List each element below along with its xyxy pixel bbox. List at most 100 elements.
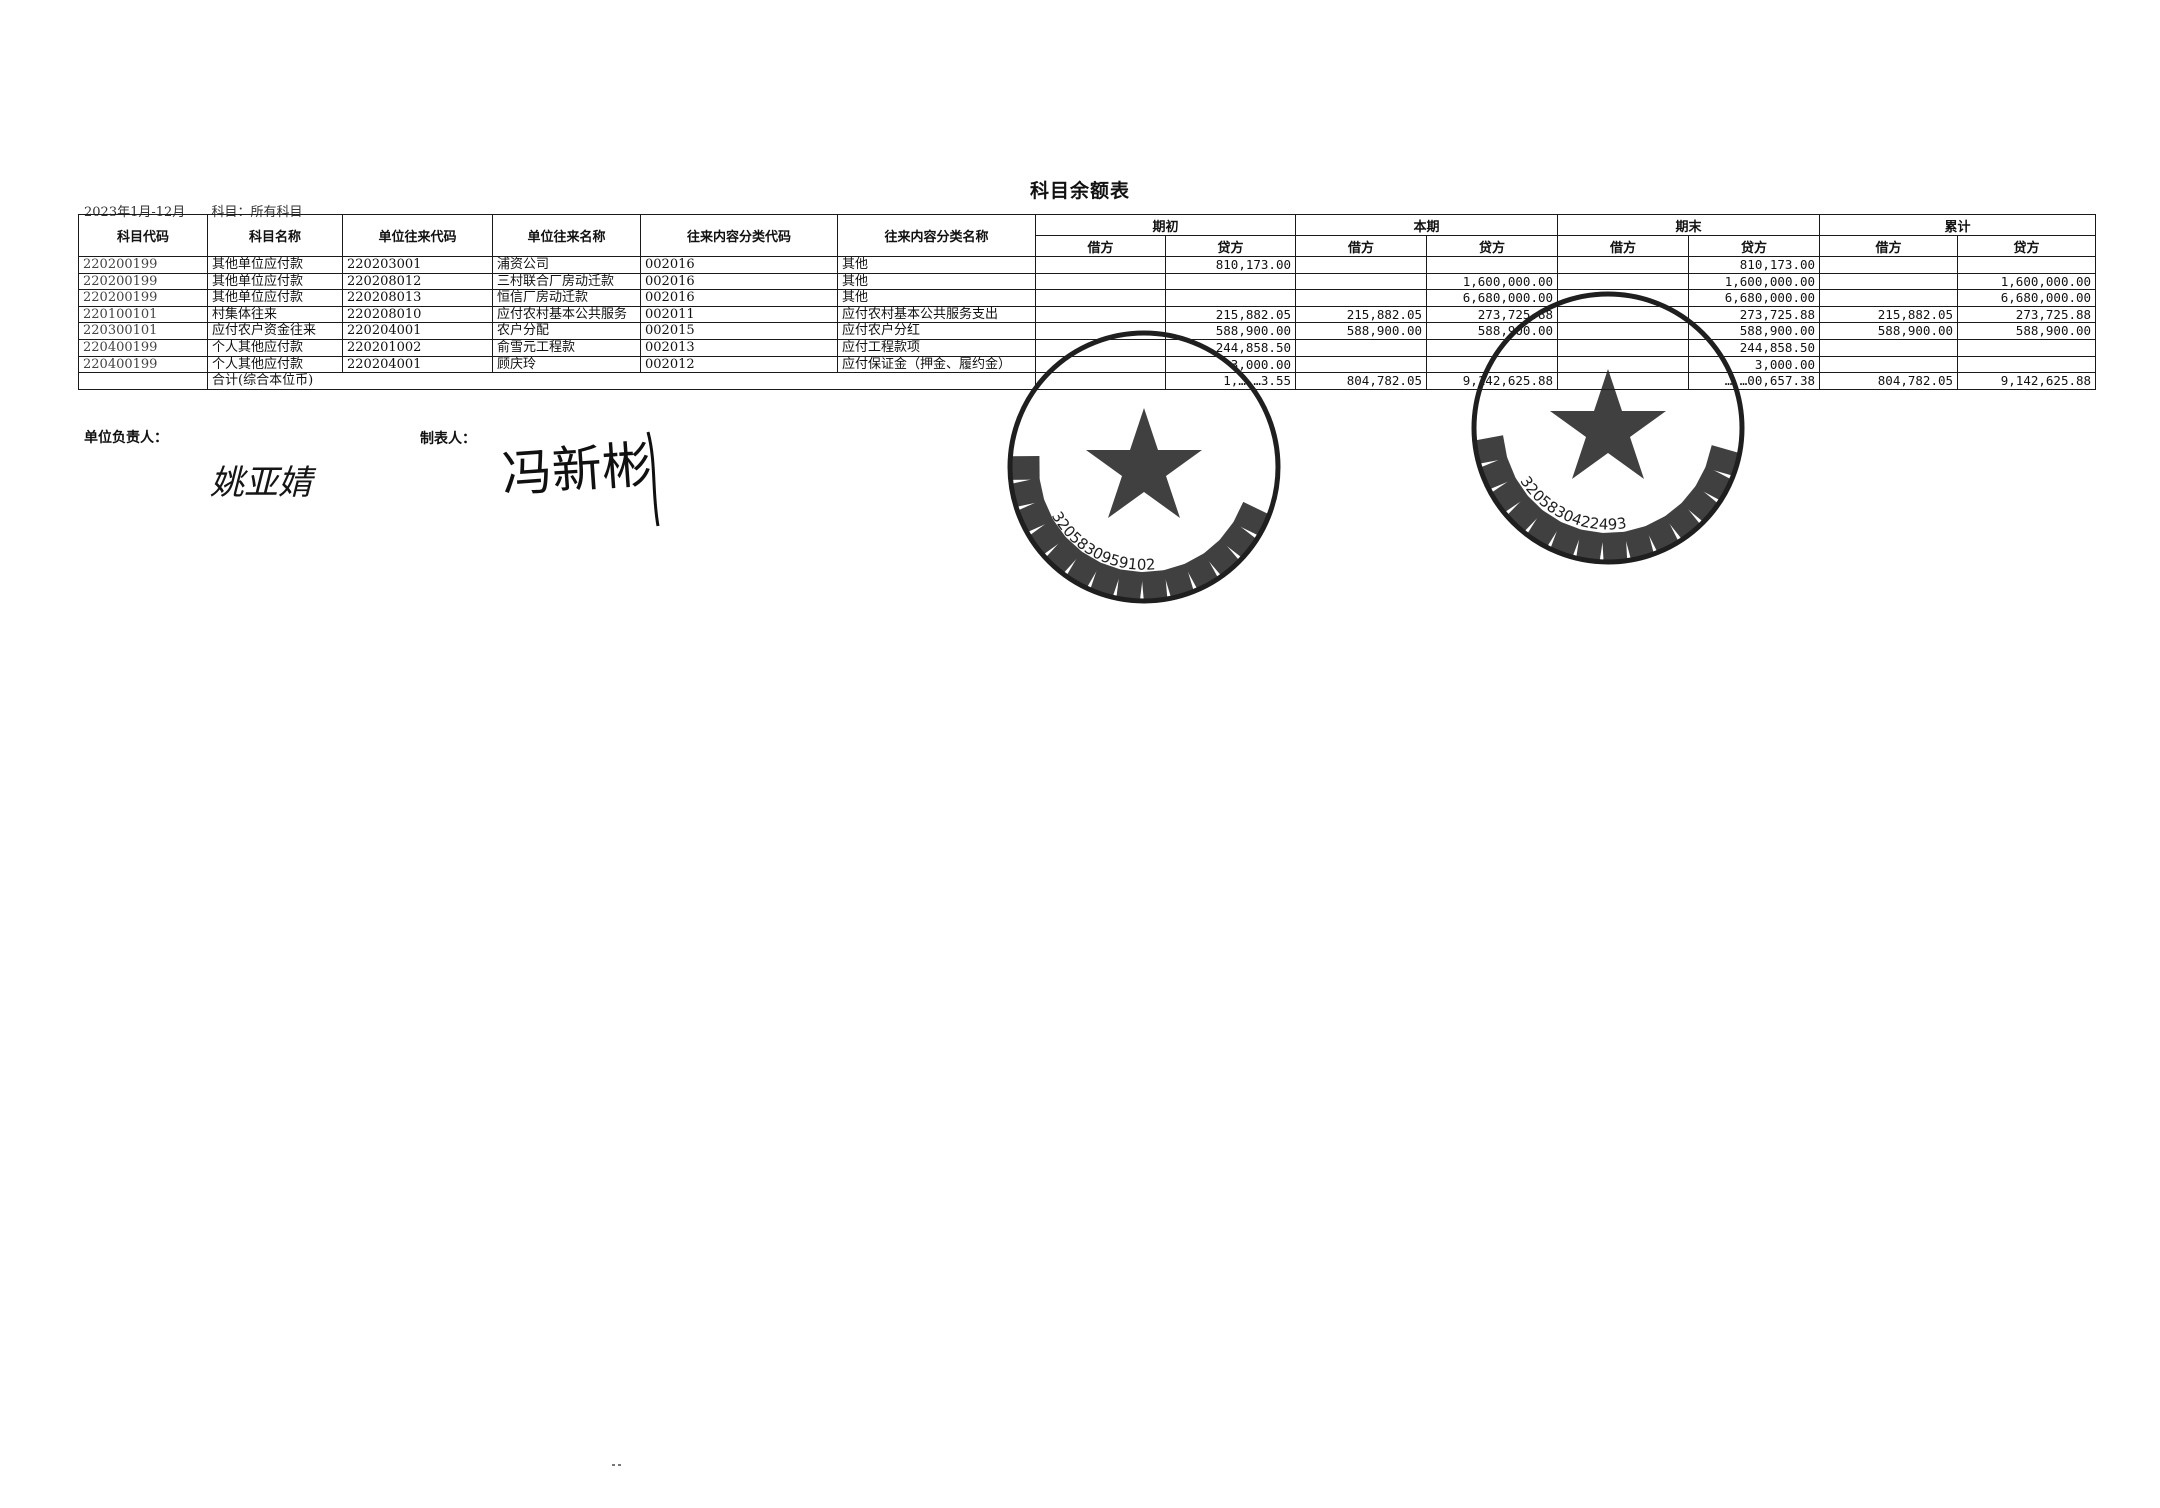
- cell-ending-credit: 6,680,000.00: [1688, 289, 1821, 307]
- seal-right-number: 3205830422493: [1517, 473, 1628, 534]
- cell-ending-credit: 1,600,000.00: [1688, 272, 1821, 291]
- preparer-signature-handwriting: 冯新彬: [500, 431, 660, 527]
- header-credit: 贷方: [1164, 235, 1297, 257]
- preparer-label: 制表人：: [420, 431, 476, 447]
- cell-unit-name: 浦资公司: [492, 256, 641, 274]
- cell-current-credit: 1,600,000.00: [1426, 272, 1559, 291]
- cell-ending-debit: [1557, 338, 1690, 357]
- header-group-cumulative: 累计: [1819, 214, 2097, 236]
- svg-text:▇▇▇▇▇▇▇▇▇▇▇▇▇▇: ▇▇▇▇▇▇▇▇▇▇▇▇▇▇: [1467, 403, 1746, 569]
- total-cell-ending-debit: [1557, 372, 1690, 391]
- cell-unit-name: 应付农村基本公共服务: [492, 305, 641, 324]
- cell-unit-name: 恒信厂房动迁款: [492, 289, 641, 307]
- cell-unit-name: 俞雪元工程款: [492, 338, 641, 357]
- cell-current-debit: [1295, 272, 1428, 291]
- cell-unit-code: 220203001: [342, 256, 493, 274]
- head-signature-name: 姚亚婧: [210, 463, 317, 503]
- header-content-code: 往来内容分类代码: [640, 214, 838, 257]
- total-cell-cumulative-credit: 9,142,625.88: [1957, 372, 2097, 391]
- total-cell-current-credit: 9,142,625.88: [1426, 372, 1559, 391]
- header-debit: 借方: [1557, 235, 1690, 257]
- cell-current-credit: [1426, 256, 1559, 274]
- header-group-opening: 期初: [1034, 214, 1297, 236]
- cell-content-code: 002013: [640, 338, 838, 357]
- scan-speck: [612, 1464, 621, 1466]
- cell-unit-code: 220204001: [342, 355, 493, 374]
- cell-cumulative-debit: [1819, 338, 1959, 357]
- cell-opening-credit: 215,882.05: [1164, 305, 1297, 324]
- cell-subject-name: 个人其他应付款: [207, 338, 343, 357]
- cell-unit-code: 220208012: [342, 272, 493, 291]
- cell-subject-name: 应付农户资金往来: [207, 322, 343, 340]
- header-unit-code: 单位往来代码: [342, 214, 493, 257]
- cell-ending-credit: 810,173.00: [1688, 256, 1821, 274]
- cell-unit-name: 顾庆玲: [492, 355, 641, 374]
- cell-ending-debit: [1557, 322, 1690, 340]
- preparer-signature-block: 制表人：: [420, 428, 476, 448]
- cell-content-code: 002016: [640, 272, 838, 291]
- header-unit-name: 单位往来名称: [492, 214, 641, 257]
- cell-cumulative-credit: [1957, 355, 2097, 374]
- cell-unit-code: 220201002: [342, 338, 493, 357]
- cell-subject-code: 220300101: [78, 322, 208, 340]
- cell-ending-debit: [1557, 256, 1690, 274]
- cell-cumulative-credit: 6,680,000.00: [1957, 289, 2097, 307]
- total-cell-opening-debit: [1035, 372, 1166, 391]
- cell-subject-name: 个人其他应付款: [207, 355, 343, 374]
- cell-unit-code: 220208010: [342, 305, 493, 324]
- cell-cumulative-credit: 588,900.00: [1957, 322, 2097, 340]
- cell-subject-name: 其他单位应付款: [207, 289, 343, 307]
- cell-cumulative-debit: 588,900.00: [1819, 322, 1959, 340]
- cell-content-name: 应付农户分红: [837, 322, 1036, 340]
- cell-subject-code: 220200199: [78, 256, 208, 274]
- cell-content-name: 其他: [837, 256, 1036, 274]
- cell-subject-name: 村集体往来: [207, 305, 343, 324]
- cell-opening-credit: 3,000.00: [1164, 355, 1297, 374]
- header-subject-name: 科目名称: [207, 214, 343, 257]
- cell-opening-debit: [1035, 322, 1166, 340]
- total-cell-current-debit: 804,782.05: [1295, 372, 1428, 391]
- cell-current-credit: 588,900.00: [1426, 322, 1559, 340]
- total-cell-opening-credit: 1,…,…3.55: [1164, 372, 1297, 391]
- header-debit: 借方: [1819, 235, 1959, 257]
- total-cell-ending-credit: …,…00,657.38: [1688, 372, 1821, 391]
- cell-content-name: 其他: [837, 272, 1036, 291]
- cell-opening-debit: [1035, 272, 1166, 291]
- cell-current-debit: 588,900.00: [1295, 322, 1428, 340]
- cell-content-name: 其他: [837, 289, 1036, 307]
- cell-content-code: 002012: [640, 355, 838, 374]
- header-credit: 贷方: [1426, 235, 1559, 257]
- header-credit: 贷方: [1688, 235, 1821, 257]
- header-group-current: 本期: [1295, 214, 1559, 236]
- cell-content-code: 002016: [640, 289, 838, 307]
- svg-text:3205830422493: 3205830422493: [1517, 473, 1628, 534]
- cell-ending-credit: 244,858.50: [1688, 338, 1821, 357]
- cell-ending-credit: 273,725.88: [1688, 305, 1821, 324]
- cell-current-debit: [1295, 256, 1428, 274]
- cell-current-credit: [1426, 338, 1559, 357]
- svg-text:3205830959102: 3205830959102: [1048, 508, 1156, 574]
- cell-cumulative-debit: 215,882.05: [1819, 305, 1959, 324]
- cell-ending-credit: 588,900.00: [1688, 322, 1821, 340]
- seal-star-icon: [1086, 408, 1202, 518]
- cell-subject-name: 其他单位应付款: [207, 272, 343, 291]
- cell-subject-code: 220400199: [78, 338, 208, 357]
- cell-content-name: 应付保证金（押金、履约金）: [837, 355, 1036, 374]
- cell-cumulative-debit: [1819, 289, 1959, 307]
- header-subject-code: 科目代码: [78, 214, 208, 257]
- cell-current-credit: 6,680,000.00: [1426, 289, 1559, 307]
- cell-unit-code: 220204001: [342, 322, 493, 340]
- cell-ending-debit: [1557, 272, 1690, 291]
- cell-opening-credit: 810,173.00: [1164, 256, 1297, 274]
- cell-current-credit: [1426, 355, 1559, 374]
- cell-opening-debit: [1035, 256, 1166, 274]
- cell-ending-debit: [1557, 355, 1690, 374]
- total-label: 合计(综合本位币): [207, 372, 1036, 391]
- cell-cumulative-credit: [1957, 256, 2097, 274]
- cell-cumulative-credit: 273,725.88: [1957, 305, 2097, 324]
- cell-current-debit: [1295, 338, 1428, 357]
